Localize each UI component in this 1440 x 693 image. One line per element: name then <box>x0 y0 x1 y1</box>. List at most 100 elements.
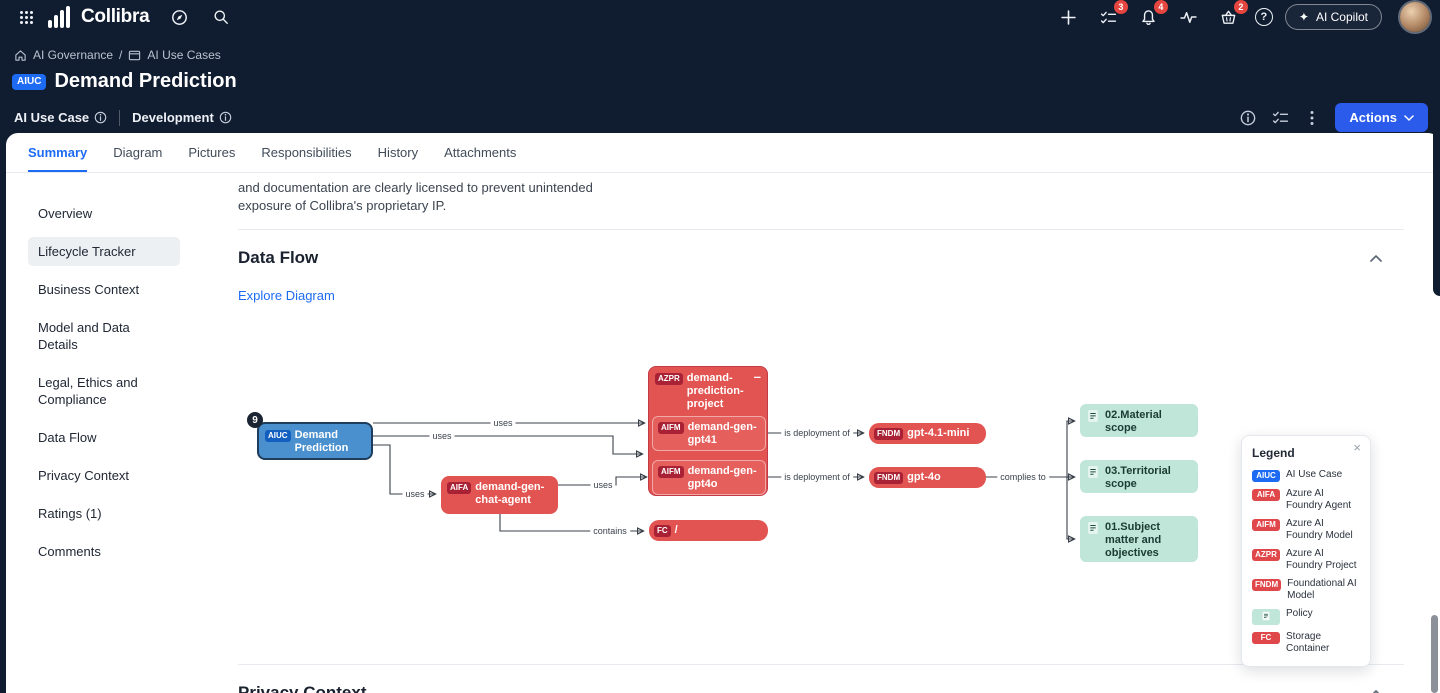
tasks-icon-svg <box>1101 11 1117 23</box>
legend-row: AIFA Azure AI Foundry Agent <box>1242 485 1370 515</box>
user-avatar[interactable] <box>1400 2 1430 32</box>
help-icon[interactable]: ? <box>1254 8 1273 26</box>
asset-type-label: AI Use Case <box>14 110 90 125</box>
breadcrumb-ai-use-cases[interactable]: AI Use Cases <box>147 48 221 62</box>
info-icon[interactable] <box>219 111 232 124</box>
node-azpr-demand-prediction-project[interactable]: AZPR demand-prediction-project – AIFM de… <box>648 366 768 496</box>
notifications-bell-icon[interactable]: 4 <box>1135 0 1168 31</box>
explore-compass-icon-svg <box>171 9 187 25</box>
main-card: Summary Diagram Pictures Responsibilitie… <box>6 133 1440 693</box>
tab-history[interactable]: History <box>378 133 418 172</box>
node-type-chip: AZPR <box>655 373 683 385</box>
page-title: Demand Prediction <box>54 70 237 92</box>
legend-chip-policy-icon <box>1252 609 1280 625</box>
tab-responsibilities[interactable]: Responsibilities <box>261 133 351 172</box>
sidebar-item-overview[interactable]: Overview <box>38 206 93 221</box>
node-fndm-gpt-4o[interactable]: FNDM gpt-4o <box>869 467 986 488</box>
card-body: Overview Lifecycle Tracker Business Cont… <box>6 173 1440 693</box>
collapse-section-button[interactable] <box>1364 681 1388 693</box>
meta-row: AI Use Case Development <box>0 93 1440 132</box>
legend-chip-aifm: AIFM <box>1252 519 1280 531</box>
legend-label: Azure AI Foundry Project <box>1286 548 1357 571</box>
relation-count-badge[interactable]: 9 <box>247 412 263 428</box>
search-icon[interactable] <box>207 3 235 31</box>
legend-chip-aifa: AIFA <box>1252 489 1280 501</box>
tab-summary[interactable]: Summary <box>28 133 87 172</box>
node-type-chip: FC <box>654 524 671 537</box>
apps-grid-icon-svg <box>19 10 33 24</box>
topbar-right-cluster: 3 4 2 <box>1055 0 1430 32</box>
diagram-legend: Legend × AIUC AI Use Case AIFA Azure AI … <box>1241 435 1371 667</box>
node-fc-storage-container[interactable]: FC / <box>649 520 768 541</box>
kebab-menu-icon[interactable] <box>1305 110 1319 126</box>
breadcrumb: AI Governance / AI Use Cases <box>0 34 1440 62</box>
header-actions-cluster: Actions <box>1240 103 1428 132</box>
data-flow-section-header: Data Flow <box>238 246 1388 270</box>
collibra-logo-text: Collibra <box>81 6 150 27</box>
node-aifm-demand-gen-gpt4o[interactable]: AIFM demand-gen-gpt4o <box>652 460 766 495</box>
ai-copilot-button[interactable]: ✦ AI Copilot <box>1284 4 1382 30</box>
legend-title: Legend <box>1252 446 1295 460</box>
chevron-down-icon <box>1404 114 1414 121</box>
status-meta: Development <box>132 110 232 125</box>
search-icon-svg <box>214 10 229 24</box>
sidebar-item-privacy-context[interactable]: Privacy Context <box>38 468 130 483</box>
node-label: demand-gen-gpt41 <box>687 421 757 446</box>
legend-label: Azure AI Foundry Agent <box>1286 488 1352 511</box>
sidebar-item-legal-ethics-compliance[interactable]: Legal, Ethics and Compliance <box>38 375 138 407</box>
breadcrumb-ai-governance[interactable]: AI Governance <box>33 48 114 62</box>
data-basket-icon[interactable]: 2 <box>1215 0 1248 31</box>
sidebar-item-lifecycle-tracker[interactable]: Lifecycle Tracker <box>28 237 180 266</box>
ai-copilot-label: AI Copilot <box>1315 10 1368 24</box>
section-divider <box>238 229 1404 230</box>
node-aifa-demand-gen-chat-agent[interactable]: AIFA demand-gen-chat-agent <box>441 476 558 514</box>
info-icon[interactable] <box>94 111 107 124</box>
node-label: 03.Territorial scope <box>1105 465 1171 490</box>
collapse-section-button[interactable] <box>1364 246 1388 270</box>
checklist-icon[interactable] <box>1272 109 1289 126</box>
tab-diagram[interactable]: Diagram <box>113 133 162 172</box>
tab-pictures[interactable]: Pictures <box>188 133 235 172</box>
legend-label: Foundational AI Model <box>1287 578 1357 601</box>
node-label: Demand Prediction <box>294 429 349 454</box>
collapse-container-button[interactable]: – <box>753 369 761 384</box>
explore-compass-icon[interactable] <box>165 3 193 31</box>
policy-icon <box>1088 410 1098 422</box>
summary-side-nav: Overview Lifecycle Tracker Business Cont… <box>6 173 218 693</box>
sidebar-item-ratings[interactable]: Ratings (1) <box>38 506 102 521</box>
top-navigation-bar: Collibra <box>0 0 1440 34</box>
basket-icon-svg <box>1222 10 1236 24</box>
legend-close-icon[interactable]: × <box>1353 440 1361 455</box>
bell-icon-svg <box>1142 9 1156 25</box>
sidebar-item-model-data-details[interactable]: Model and Data Details <box>38 320 130 352</box>
actions-button[interactable]: Actions <box>1335 103 1428 132</box>
node-policy-subject-matter[interactable]: 01.Subject matter and objectives <box>1080 516 1198 562</box>
collibra-logo[interactable]: Collibra <box>48 6 150 28</box>
info-circle-icon[interactable] <box>1240 110 1256 126</box>
vertical-scrollbar-thumb[interactable] <box>1431 615 1438 693</box>
node-fndm-gpt-4-1-mini[interactable]: FNDM gpt-4.1-mini <box>869 423 986 444</box>
sidebar-item-business-context[interactable]: Business Context <box>38 282 140 297</box>
apps-grid-icon[interactable] <box>12 3 40 31</box>
sidebar-item-data-flow[interactable]: Data Flow <box>38 430 97 445</box>
chevron-up-icon <box>1372 689 1380 693</box>
tab-attachments[interactable]: Attachments <box>444 133 516 172</box>
node-type-chip: AIUC <box>265 430 291 442</box>
node-type-chip: FNDM <box>874 427 904 440</box>
explore-diagram-link[interactable]: Explore Diagram <box>238 288 335 303</box>
legend-row: Policy <box>1242 605 1370 628</box>
node-aiuc-demand-prediction[interactable]: AIUC Demand Prediction <box>257 422 373 460</box>
policy-icon <box>1088 522 1098 534</box>
node-aifm-demand-gen-gpt41[interactable]: AIFM demand-gen-gpt41 <box>652 416 766 451</box>
sidebar-item-comments[interactable]: Comments <box>38 544 101 559</box>
activity-pulse-icon[interactable] <box>1175 3 1203 31</box>
node-policy-material-scope[interactable]: 02.Material scope <box>1080 404 1198 437</box>
legend-label: Storage Container <box>1286 631 1330 654</box>
node-label: demand-prediction-project <box>686 372 744 410</box>
create-plus-icon[interactable] <box>1055 3 1083 31</box>
node-type-chip: AIFA <box>447 482 472 494</box>
node-policy-territorial-scope[interactable]: 03.Territorial scope <box>1080 460 1198 493</box>
tasks-icon[interactable]: 3 <box>1095 0 1128 31</box>
legend-row: FNDM Foundational AI Model <box>1242 575 1370 605</box>
legend-row: AIUC AI Use Case <box>1242 466 1370 485</box>
